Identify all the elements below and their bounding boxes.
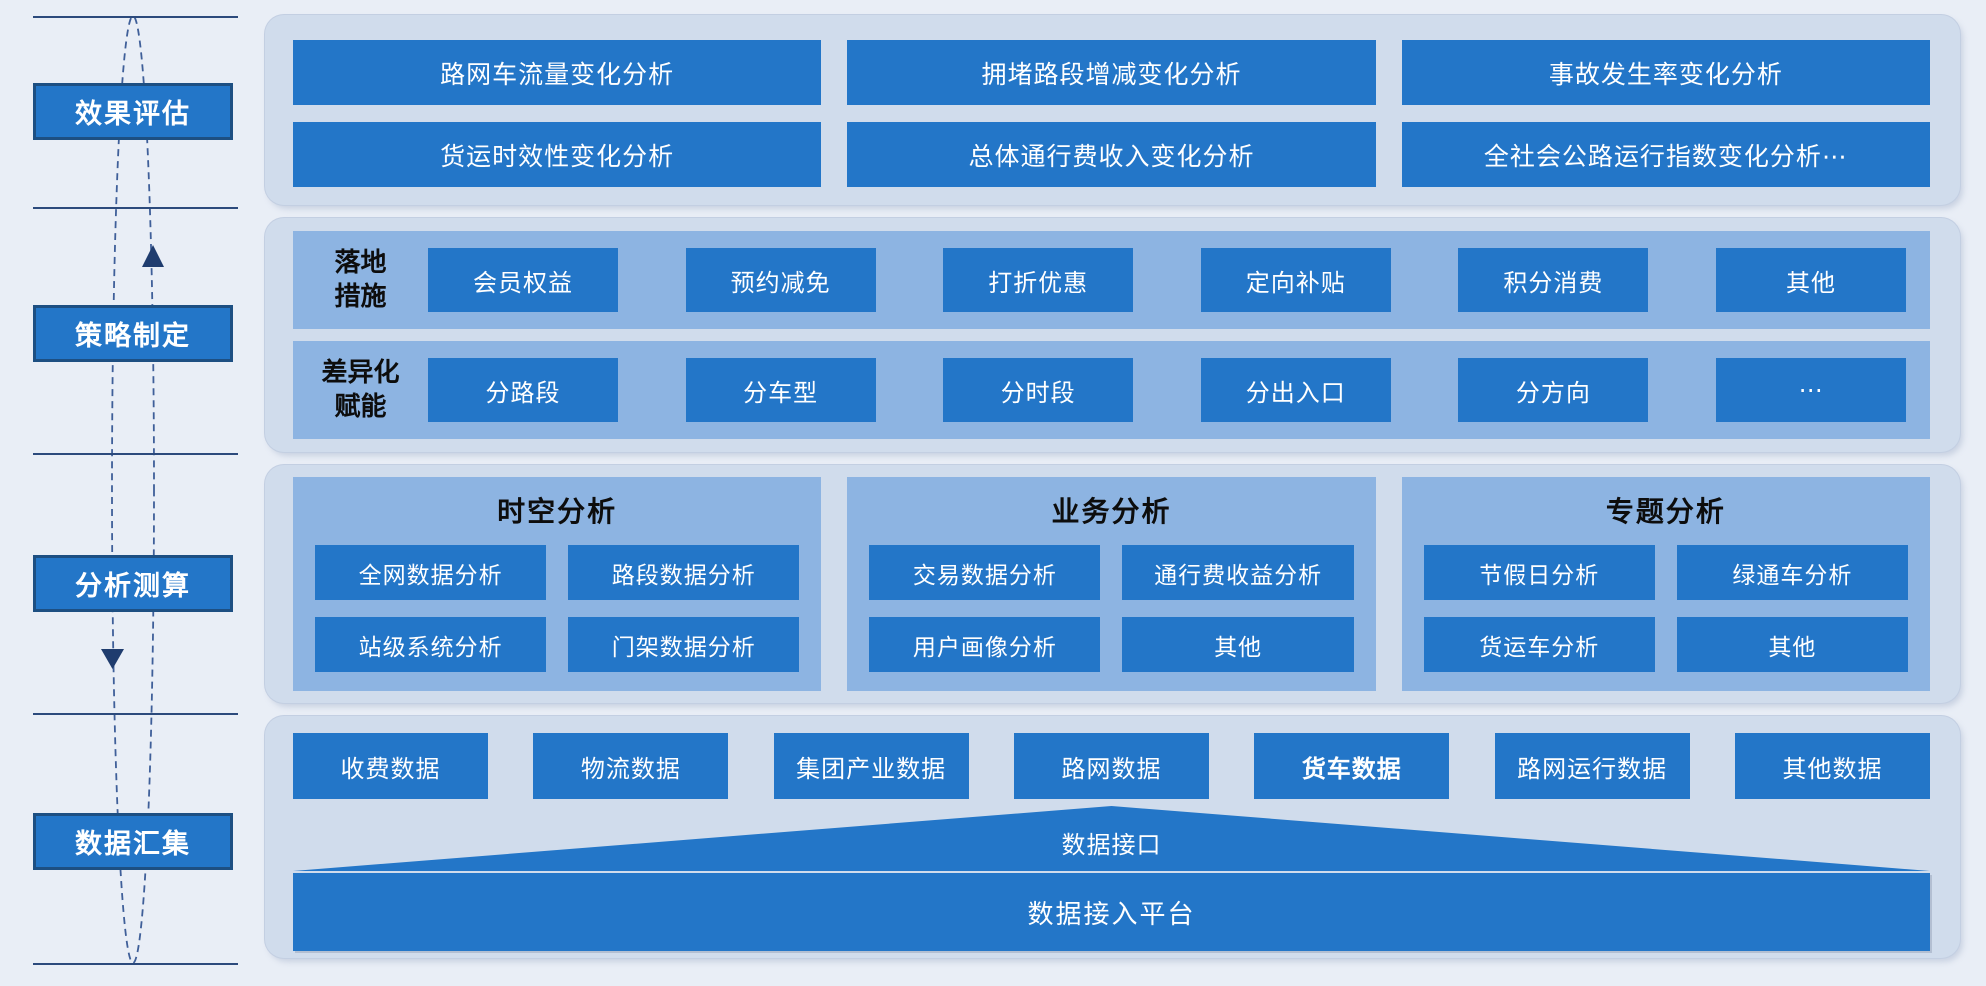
panel-analysis: 时空分析 全网数据分析 路段数据分析 站级系统分析 门架数据分析 业务分析 交易… — [265, 465, 1960, 703]
evaluation-node: 事故发生率变化分析 — [1401, 40, 1930, 105]
analysis-group-special-topics: 专题分析 节假日分析 绿通车分析 货运车分析 其他 — [1401, 477, 1930, 691]
data-source-node: 收费数据 — [293, 733, 488, 799]
analysis-node: 路段数据分析 — [568, 545, 800, 600]
analysis-node: 节假日分析 — [1423, 545, 1655, 600]
strategy-node: 分出入口 — [1200, 358, 1391, 422]
arrow-down-icon — [101, 649, 124, 669]
analysis-node: 站级系统分析 — [315, 617, 547, 672]
stage-divider-line — [33, 713, 238, 715]
analysis-node: 用户画像分析 — [869, 617, 1101, 672]
evaluation-node: 拥堵路段增减变化分析 — [847, 40, 1376, 105]
data-source-list: 收费数据 物流数据 集团产业数据 路网数据 货车数据 路网运行数据 其他数据 — [293, 733, 1930, 799]
arrow-up-icon — [142, 245, 164, 267]
strategy-node-list: 分路段 分车型 分时段 分出入口 分方向 ⋯ — [428, 358, 1906, 422]
cycle-flow-ellipse — [101, 15, 164, 964]
data-interface-label: 数据接口 — [1061, 832, 1162, 859]
strategy-node: 预约减免 — [685, 248, 876, 312]
data-source-node: 物流数据 — [533, 733, 729, 799]
strategy-node: 分方向 — [1458, 358, 1649, 422]
analysis-node: 交易数据分析 — [869, 545, 1101, 600]
dashed-cycle-path — [111, 15, 155, 964]
stage-divider-line — [33, 207, 238, 209]
strategy-node: 分路段 — [428, 358, 618, 422]
stage-analysis-calc: 分析测算 — [33, 555, 233, 612]
analysis-group-business: 业务分析 交易数据分析 通行费收益分析 用户画像分析 其他 — [847, 477, 1376, 691]
strategy-node: 打折优惠 — [943, 248, 1134, 312]
evaluation-node: 全社会公路运行指数变化分析⋯ — [1401, 122, 1930, 187]
analysis-group-title: 时空分析 — [497, 496, 618, 527]
strategy-row-label: 差异化 赋能 — [321, 357, 400, 421]
analysis-node: 通行费收益分析 — [1122, 545, 1354, 600]
analysis-node: 绿通车分析 — [1676, 545, 1908, 600]
strategy-node: 其他 — [1715, 248, 1906, 312]
analysis-node: 其他 — [1676, 617, 1908, 672]
panel-data-collection: 收费数据 物流数据 集团产业数据 路网数据 货车数据 路网运行数据 其他数据 数… — [265, 716, 1960, 958]
panel-evaluation: 路网车流量变化分析 拥堵路段增减变化分析 事故发生率变化分析 货运时效性变化分析… — [265, 15, 1960, 205]
strategy-node: 定向补贴 — [1200, 248, 1391, 312]
analysis-node: 全网数据分析 — [315, 545, 547, 600]
strategy-node: 分车型 — [685, 358, 876, 422]
strategy-node: 分时段 — [943, 358, 1134, 422]
data-source-node: 其他数据 — [1734, 733, 1930, 799]
strategy-row-measures: 落地 措施 会员权益 预约减免 打折优惠 定向补贴 积分消费 其他 — [293, 231, 1930, 329]
panel-strategy: 落地 措施 会员权益 预约减免 打折优惠 定向补贴 积分消费 其他 差异化 赋能… — [265, 218, 1960, 452]
data-interface-funnel: 数据接口 — [293, 806, 1930, 871]
stage-divider-line — [33, 453, 238, 455]
stage-divider-line — [33, 963, 238, 965]
data-source-node: 路网运行数据 — [1494, 733, 1690, 799]
analysis-node: 门架数据分析 — [568, 617, 800, 672]
analysis-node: 货运车分析 — [1423, 617, 1655, 672]
data-source-node: 集团产业数据 — [773, 733, 969, 799]
strategy-node-list: 会员权益 预约减免 打折优惠 定向补贴 积分消费 其他 — [428, 248, 1906, 312]
data-source-node: 货车数据 — [1254, 733, 1450, 799]
evaluation-node: 路网车流量变化分析 — [293, 40, 822, 105]
evaluation-node: 货运时效性变化分析 — [293, 122, 822, 187]
stage-divider-line — [33, 16, 238, 18]
analysis-node-grid: 节假日分析 绿通车分析 货运车分析 其他 — [1423, 545, 1908, 672]
stage-strategy-making: 策略制定 — [33, 305, 233, 362]
analysis-group-spatiotemporal: 时空分析 全网数据分析 路段数据分析 站级系统分析 门架数据分析 — [293, 477, 822, 691]
data-platform-bar: 数据接入平台 — [293, 873, 1930, 951]
analysis-node: 其他 — [1122, 617, 1354, 672]
strategy-node: 积分消费 — [1458, 248, 1649, 312]
strategy-node: 会员权益 — [428, 248, 618, 312]
stage-effect-evaluation: 效果评估 — [33, 83, 233, 140]
stage-data-collection: 数据汇集 — [33, 813, 233, 870]
analysis-node-grid: 交易数据分析 通行费收益分析 用户画像分析 其他 — [869, 545, 1354, 672]
strategy-row-differentiation: 差异化 赋能 分路段 分车型 分时段 分出入口 分方向 ⋯ — [293, 341, 1930, 439]
data-source-node: 路网数据 — [1013, 733, 1209, 799]
strategy-row-label: 落地 措施 — [334, 247, 387, 311]
analysis-group-title: 专题分析 — [1605, 496, 1726, 527]
strategy-node: ⋯ — [1715, 358, 1906, 422]
evaluation-node: 总体通行费收入变化分析 — [847, 122, 1376, 187]
analysis-node-grid: 全网数据分析 路段数据分析 站级系统分析 门架数据分析 — [315, 545, 800, 672]
analysis-group-title: 业务分析 — [1051, 496, 1172, 527]
